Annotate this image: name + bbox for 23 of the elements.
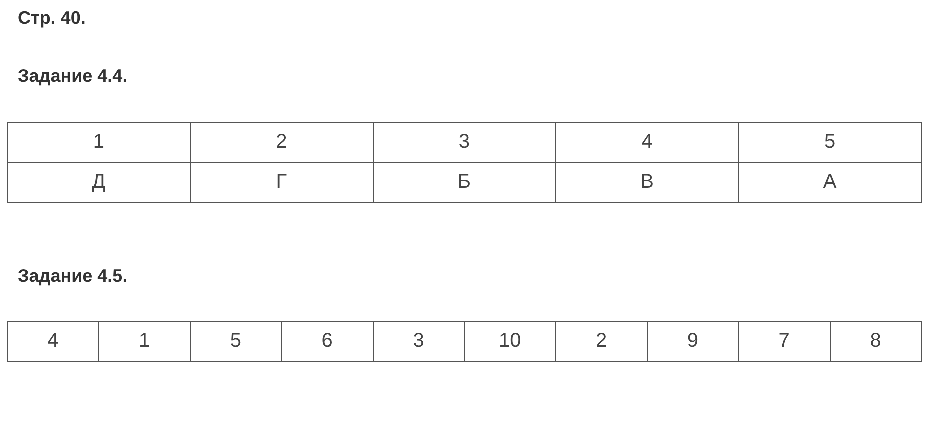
table-cell: А	[738, 162, 922, 202]
table-cell: 1	[98, 322, 190, 362]
table-cell: 4	[8, 322, 99, 362]
heading: Задание 4.4.	[18, 66, 128, 87]
table-cell: 9	[647, 322, 739, 362]
table-cell: 6	[282, 322, 374, 362]
table-cell: В	[556, 162, 739, 202]
table-cell: 3	[373, 122, 556, 162]
table-cell: 1	[8, 122, 190, 162]
heading: Задание 4.5.	[18, 266, 128, 287]
table-cell: 7	[738, 322, 830, 362]
table-cell: 5	[190, 322, 282, 362]
table-cell: 5	[738, 122, 922, 162]
table-cell: 10	[464, 322, 556, 362]
table-cell: 8	[830, 322, 922, 362]
heading: Стр. 40.	[18, 8, 86, 29]
table-cell: Г	[190, 162, 374, 202]
table-cell: 3	[373, 322, 464, 362]
table-cell: 2	[190, 122, 374, 162]
table-cell: 4	[556, 122, 739, 162]
table-cell: Б	[373, 162, 556, 202]
table-cell: Д	[8, 162, 190, 202]
table-cell: 2	[556, 322, 648, 362]
